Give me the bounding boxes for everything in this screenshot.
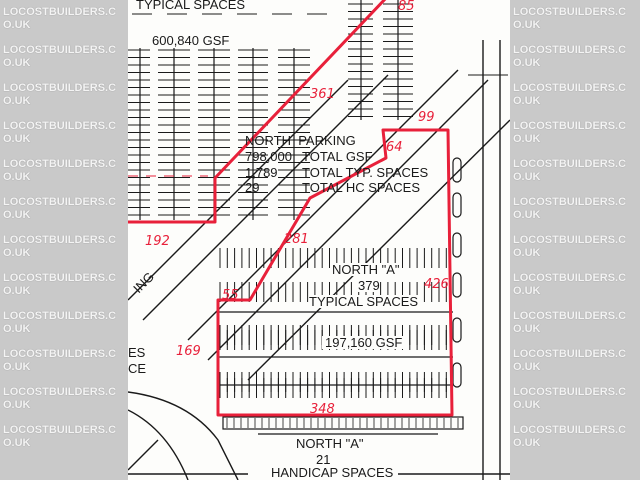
- watermark-text: LOCOSTBUILDERS.CO.UK: [513, 310, 627, 335]
- total-gsf-label: TOTAL GSF: [302, 149, 373, 164]
- dimension-85: 85: [398, 0, 415, 14]
- watermark-text: LOCOSTBUILDERS.CO.UK: [3, 424, 117, 449]
- watermark-text: LOCOSTBUILDERS.CO.UK: [513, 44, 627, 69]
- watermark-text: LOCOSTBUILDERS.CO.UK: [513, 272, 627, 297]
- total-hc-value: 29: [245, 180, 260, 195]
- north-a-gsf: 197,160 GSF: [322, 336, 406, 349]
- watermark-text: LOCOSTBUILDERS.CO.UK: [3, 120, 117, 145]
- road-curve: [128, 409, 189, 480]
- partial-label-es: ES: [128, 345, 146, 360]
- dimension-281: 281: [284, 232, 309, 247]
- end-island: [452, 157, 462, 183]
- total-hc-label: TOTAL HC SPACES: [302, 180, 420, 195]
- handicap-stall-strip: [222, 416, 464, 430]
- watermark-text: LOCOSTBUILDERS.CO.UK: [3, 158, 117, 183]
- watermark-text: LOCOSTBUILDERS.CO.UK: [3, 234, 117, 259]
- watermark-text: LOCOSTBUILDERS.CO.UK: [513, 82, 627, 107]
- watermark-text: LOCOSTBUILDERS.CO.UK: [513, 348, 627, 373]
- north-parking-title: NORTH PARKING: [245, 133, 356, 148]
- total-gsf-value: 798,000: [245, 149, 292, 164]
- watermark-background-left: LOCOSTBUILDERS.CO.UK LOCOSTBUILDERS.CO.UK…: [0, 0, 128, 480]
- watermark-text: LOCOSTBUILDERS.CO.UK: [3, 310, 117, 335]
- watermark-text: LOCOSTBUILDERS.CO.UK: [513, 386, 627, 411]
- north-a-type: TYPICAL SPACES: [309, 294, 419, 309]
- dimension-169: 169: [176, 344, 201, 359]
- end-island: [452, 362, 462, 388]
- north-a-hc-type: HANDICAP SPACES: [271, 465, 394, 480]
- road-curve: [128, 391, 239, 480]
- watermark-text: LOCOSTBUILDERS.CO.UK: [513, 158, 627, 183]
- parking-site-plan: TYPICAL SPACES 600,840 GSF NORTH PARKING…: [128, 0, 510, 480]
- end-island: [452, 272, 462, 298]
- end-island: [452, 232, 462, 258]
- watermark-text: LOCOSTBUILDERS.CO.UK: [513, 234, 627, 259]
- watermark-text: LOCOSTBUILDERS.CO.UK: [3, 44, 117, 69]
- watermark-text: LOCOSTBUILDERS.CO.UK: [3, 196, 117, 221]
- dimension-99: 99: [418, 110, 435, 125]
- total-typ-label: TOTAL TYP. SPACES: [302, 165, 429, 180]
- road-edge: [128, 79, 349, 301]
- total-typ-value: 1,789: [245, 165, 278, 180]
- north-a-hc-title: NORTH "A": [296, 436, 364, 451]
- north-a-title: NORTH "A": [332, 262, 400, 277]
- road-edge: [207, 79, 489, 361]
- typical-spaces-label: TYPICAL SPACES: [136, 0, 246, 12]
- watermark-text: LOCOSTBUILDERS.CO.UK: [3, 272, 117, 297]
- watermark-text: LOCOSTBUILDERS.CO.UK: [513, 120, 627, 145]
- watermark-text: LOCOSTBUILDERS.CO.UK: [513, 424, 627, 449]
- partial-label-ce: CE: [128, 361, 147, 376]
- watermark-background-right: LOCOSTBUILDERS.CO.UK LOCOSTBUILDERS.CO.UK…: [510, 0, 640, 480]
- watermark-text: LOCOSTBUILDERS.CO.UK: [3, 82, 117, 107]
- dimension-64: 64: [386, 140, 403, 155]
- end-island: [452, 192, 462, 218]
- watermark-text: LOCOSTBUILDERS.CO.UK: [3, 6, 117, 31]
- north-a-count: 379: [358, 278, 380, 293]
- end-island: [452, 317, 462, 343]
- north-a-hc-count: 21: [316, 452, 331, 467]
- north-parking-boundary: [128, 0, 387, 224]
- road-edge: [128, 439, 159, 471]
- gsf-top-label: 600,840 GSF: [152, 33, 230, 48]
- dimension-55: 55: [222, 288, 239, 303]
- road-edge: [247, 119, 510, 381]
- dimension-426: 426: [424, 277, 449, 292]
- dimension-348: 348: [310, 402, 335, 417]
- watermark-text: LOCOSTBUILDERS.CO.UK: [3, 348, 117, 373]
- road-edge: [142, 74, 389, 321]
- north-a-boundary: [216, 128, 454, 417]
- road-edge: [187, 69, 459, 341]
- watermark-text: LOCOSTBUILDERS.CO.UK: [3, 386, 117, 411]
- dimension-192: 192: [145, 234, 170, 249]
- watermark-text: LOCOSTBUILDERS.CO.UK: [513, 6, 627, 31]
- watermark-text: LOCOSTBUILDERS.CO.UK: [513, 196, 627, 221]
- dimension-361: 361: [310, 87, 335, 102]
